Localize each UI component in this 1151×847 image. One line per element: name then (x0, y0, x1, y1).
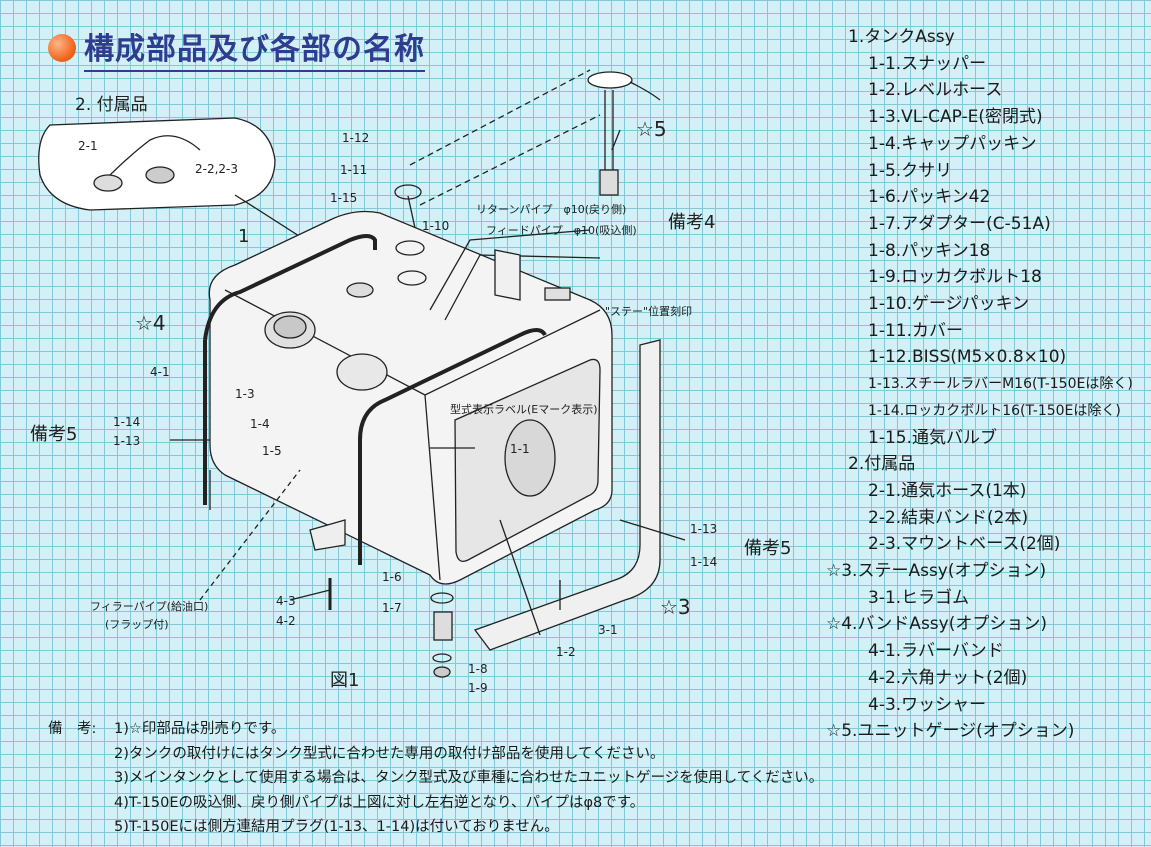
callout-2-1: 2-1 (78, 139, 98, 153)
callout-1-12: 1-12 (342, 131, 369, 145)
parts-list-item: 1-7.アダプター(C-51A) (868, 213, 1051, 234)
note-item: 2)タンクの取付けにはタンク型式に合わせた専用の取付け部品を使用してください。 (114, 745, 665, 762)
callout-star3: ☆3 (660, 595, 691, 619)
parts-list-item: 1-3.VL-CAP-E(密閉式) (868, 107, 1043, 128)
callout-1-5: 1-5 (262, 444, 282, 458)
callout-biko5-right: 備考5 (744, 538, 791, 559)
callout-feed-pipe: フィードパイプ φ10(吸込側) (486, 224, 637, 237)
callout-1-2: 1-2 (556, 645, 576, 659)
callout-stay-mark: "ステー"位置刻印 (605, 304, 692, 318)
parts-list: 1.タンクAssy 1-1.スナッパー 1-2.レベルホース 1-3.VL-CA… (826, 24, 1146, 745)
parts-list-item: 1-1.スナッパー (868, 53, 987, 74)
page-header: 構成部品及び各部の名称 (48, 24, 425, 72)
parts-list-item: 1-11.カバー (868, 320, 963, 341)
parts-list-item: 4-1.ラバーバンド (868, 641, 1004, 662)
callout-star5: ☆5 (636, 117, 667, 141)
parts-list-item: 1-6.パッキン42 (868, 187, 991, 208)
callout-1-6: 1-6 (382, 570, 402, 584)
parts-list-item: 2.付属品 (848, 454, 916, 475)
accessory-bubble (38, 117, 276, 211)
callout-1-13-left: 1-13 (113, 434, 140, 448)
parts-list-item: 1-12.BISS(M5×0.8×10) (868, 347, 1067, 368)
notes-section: 備 考: 1)☆印部品は別売りです。 2)タンクの取付けにはタンク型式に合わせた専… (48, 717, 823, 840)
callout-1-1: 1-1 (510, 442, 530, 456)
callout-label-type: 型式表示ラベル(Eマーク表示) (450, 402, 598, 416)
note-item: 5)T-150Eには側方連結用プラグ(1-13、1-14)は付いておりません。 (114, 819, 559, 836)
figure-label: 図1 (330, 670, 359, 691)
parts-list-item: 1-10.ゲージパッキン (868, 294, 1030, 315)
exploded-diagram: 2. 付属品 2-1 2-2,2-3 1-12 1-11 1-15 1-10 1… (30, 69, 791, 695)
callout-1-4: 1-4 (250, 417, 270, 431)
callout-1: 1 (238, 226, 249, 247)
parts-list-item: ☆4.バンドAssy(オプション) (826, 614, 1047, 635)
parts-list-item: 1-4.キャップパッキン (868, 133, 1037, 154)
notes-label: 備 考: (48, 721, 97, 737)
parts-list-item: 1-15.通気バルブ (868, 427, 997, 448)
callout-4-1: 4-1 (150, 365, 170, 379)
note-item: 4)T-150Eの吸込側、戻り側パイプは上図に対し左右逆となり、パイプはφ8です… (114, 794, 645, 811)
parts-list-item: 1.タンクAssy (848, 27, 955, 47)
callout-4-2: 4-2 (276, 614, 296, 628)
title-bullet-icon (48, 34, 76, 62)
callout-1-9: 1-9 (468, 681, 488, 695)
callout-4-3: 4-3 (276, 594, 296, 608)
callout-filler-pipe: フィラーパイプ(給油口) (90, 599, 208, 613)
parts-list-item: 1-8.パッキン18 (868, 240, 991, 261)
parts-list-item: 1-13.スチールラバーM16(T-150Eは除く) (868, 376, 1133, 393)
parts-list-item: 4-2.六角ナット(2個) (868, 667, 1028, 688)
callout-biko4: 備考4 (668, 212, 715, 233)
callout-flap: (フラップ付) (105, 618, 169, 631)
callout-biko5-left: 備考5 (30, 424, 77, 445)
callout-1-7: 1-7 (382, 601, 402, 615)
parts-list-item: 2-1.通気ホース(1本) (868, 480, 1027, 501)
callout-3-1: 3-1 (598, 623, 618, 637)
callout-2-2: 2-2,2-3 (195, 162, 238, 176)
callout-star4: ☆4 (135, 311, 166, 335)
parts-list-item: 2-2.結束バンド(2本) (868, 507, 1029, 528)
note-item: 1)☆印部品は別売りです。 (114, 721, 286, 737)
parts-list-item: 2-3.マウントベース(2個) (868, 534, 1061, 555)
parts-list-item: 1-9.ロッカクボルト18 (868, 267, 1042, 288)
parts-list-item: 1-14.ロッカクボルト16(T-150Eは除く) (868, 402, 1121, 419)
callout-1-14-left: 1-14 (113, 415, 140, 429)
parts-list-item: 1-5.クサリ (868, 160, 953, 181)
parts-list-item: 4-3.ワッシャー (868, 694, 987, 715)
callout-1-15: 1-15 (330, 191, 357, 205)
page-title: 構成部品及び各部の名称 (84, 24, 425, 72)
parts-list-item: ☆3.ステーAssy(オプション) (826, 561, 1047, 582)
note-item: 3)メインタンクとして使用する場合は、タンク型式及び車種に合わせたユニットゲージ… (114, 770, 824, 787)
callout-1-14-right: 1-14 (690, 555, 717, 569)
callout-1-10: 1-10 (422, 219, 449, 233)
parts-list-item: 1-2.レベルホース (868, 80, 1003, 101)
callout-1-8: 1-8 (468, 662, 488, 676)
callout-1-11: 1-11 (340, 163, 367, 177)
accessory-heading: 2. 付属品 (75, 95, 148, 115)
callout-1-13-right: 1-13 (690, 522, 717, 536)
parts-list-item: 3-1.ヒラゴム (868, 587, 970, 608)
parts-list-item: ☆5.ユニットゲージ(オプション) (826, 721, 1075, 742)
callout-return-pipe: リターンパイプ φ10(戻り側) (476, 203, 626, 216)
stay-assy (473, 339, 661, 651)
callout-1-3: 1-3 (235, 387, 255, 401)
